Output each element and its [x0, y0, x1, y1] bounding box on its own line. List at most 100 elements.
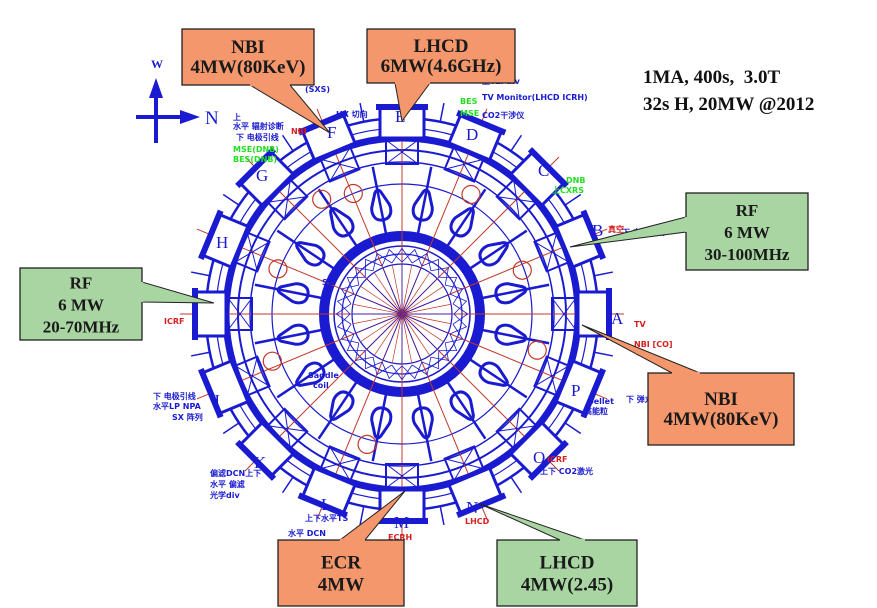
tf-coil-outline: [449, 207, 475, 238]
annotation-tv-a: TV: [634, 320, 646, 329]
lattice-line: [449, 326, 467, 335]
annotation-sxs: (SXS): [305, 85, 330, 94]
annotation-tv-monitor: TV Monitor(LHCD ICRH): [482, 93, 588, 102]
center-ray: [401, 313, 422, 361]
callout-line: NBI: [704, 389, 738, 410]
lattice-line: [381, 249, 390, 267]
tf-coil-outline: [411, 188, 434, 222]
tf-coil-outline: [478, 361, 509, 387]
annotation-icrf-o: ICRF: [547, 455, 567, 464]
annotation-l-1: 上下水平TS: [305, 513, 348, 523]
callout-line: 4MW(2.45): [521, 575, 613, 596]
port-cross: [329, 446, 351, 482]
annotation-ecrh: ECRH: [388, 533, 412, 542]
center-ray: [401, 303, 452, 315]
port-box: [233, 231, 271, 273]
lattice-line: [449, 276, 458, 295]
annotation-mse-dnb: MSE(DNB): [233, 145, 279, 154]
port-plate: [606, 288, 612, 340]
lattice-line: [337, 313, 351, 328]
support-spoke: [416, 166, 433, 234]
port-box: [385, 463, 419, 489]
port-plate: [527, 439, 569, 481]
tf-coil: [370, 188, 393, 222]
port-plate: [192, 288, 198, 340]
port-plate: [297, 492, 348, 518]
port-cross: [496, 425, 537, 432]
port-letter-e: E: [395, 107, 405, 126]
annotation-cxrs: 上CXRS: [552, 185, 584, 195]
port-module: [376, 463, 428, 524]
lattice-line: [411, 252, 428, 264]
port-letter-i: I: [193, 311, 199, 330]
port-box: [495, 178, 538, 221]
port-box: [227, 297, 253, 331]
sc-coil-circle: [343, 183, 363, 204]
port-plate: [198, 209, 224, 260]
annotation-pellet: pellet: [588, 397, 614, 406]
port-flange: [576, 290, 610, 338]
port-plate: [456, 492, 507, 518]
callout-line: 20-70MHz: [43, 318, 120, 337]
support-spoke: [416, 394, 433, 462]
port-cross: [227, 297, 253, 331]
tf-coil-outline: [411, 406, 434, 440]
annotation-bes-dnb: BES(DNB): [233, 155, 277, 164]
center-ray: [401, 313, 438, 350]
callout-pointer: [479, 503, 586, 541]
lattice-line: [355, 356, 374, 361]
lattice-line: [452, 288, 464, 305]
port-cross: [246, 356, 258, 396]
callout-box: [181, 28, 315, 86]
outer-stub: [222, 193, 240, 206]
port-plate: [580, 368, 606, 419]
port-cross: [320, 158, 360, 170]
callout-line: 4MW(80KeV): [190, 57, 305, 78]
center-ray: [373, 272, 403, 315]
port-flange: [194, 290, 228, 338]
port-cross: [385, 463, 419, 489]
port-plate: [235, 439, 277, 481]
center-ray: [355, 313, 403, 334]
lattice-line: [340, 323, 352, 340]
support-spoke: [371, 394, 388, 462]
callout-line: NBI: [231, 37, 265, 58]
tf-coil-outline: [494, 282, 528, 305]
port-plate: [527, 147, 569, 189]
sc-coil-circle: [268, 259, 288, 279]
annotation-dnb: DNB: [566, 176, 585, 185]
outer-stub: [564, 193, 582, 206]
outer-stub: [222, 422, 240, 435]
outer-stub: [510, 476, 523, 494]
annotation-j-3: SX 阵列: [172, 412, 203, 422]
tf-coil-outline: [370, 406, 393, 440]
port-letter-j: J: [213, 391, 220, 410]
outer-stub: [359, 506, 365, 526]
center-ray: [366, 313, 403, 350]
sc-coil-circle: [512, 260, 532, 280]
lattice-line: [364, 258, 383, 267]
lattice-line: [376, 252, 393, 264]
lattice-line: [426, 357, 432, 376]
lattice-line: [388, 365, 403, 379]
lattice-line: [444, 267, 449, 286]
center-ray: [373, 313, 403, 356]
tf-coil: [449, 207, 475, 238]
annotation-nbi-co: NBI [CO]: [634, 340, 673, 349]
port-letter-b: B: [592, 221, 603, 240]
annotation-sc: SC: [322, 278, 334, 287]
tf-coil: [295, 361, 326, 387]
outer-stub: [510, 134, 523, 152]
lattice-line: [452, 313, 469, 325]
center-ray: [401, 313, 444, 343]
port-letter-o: O: [533, 448, 545, 467]
tf-coil-outline: [295, 241, 326, 267]
annotation-co2: CO2干涉仪: [482, 110, 525, 120]
lattice-line: [444, 342, 449, 361]
port-plate: [376, 518, 428, 524]
tf-coil: [478, 241, 509, 267]
lattice-line: [449, 293, 467, 302]
center-ray: [401, 294, 449, 315]
